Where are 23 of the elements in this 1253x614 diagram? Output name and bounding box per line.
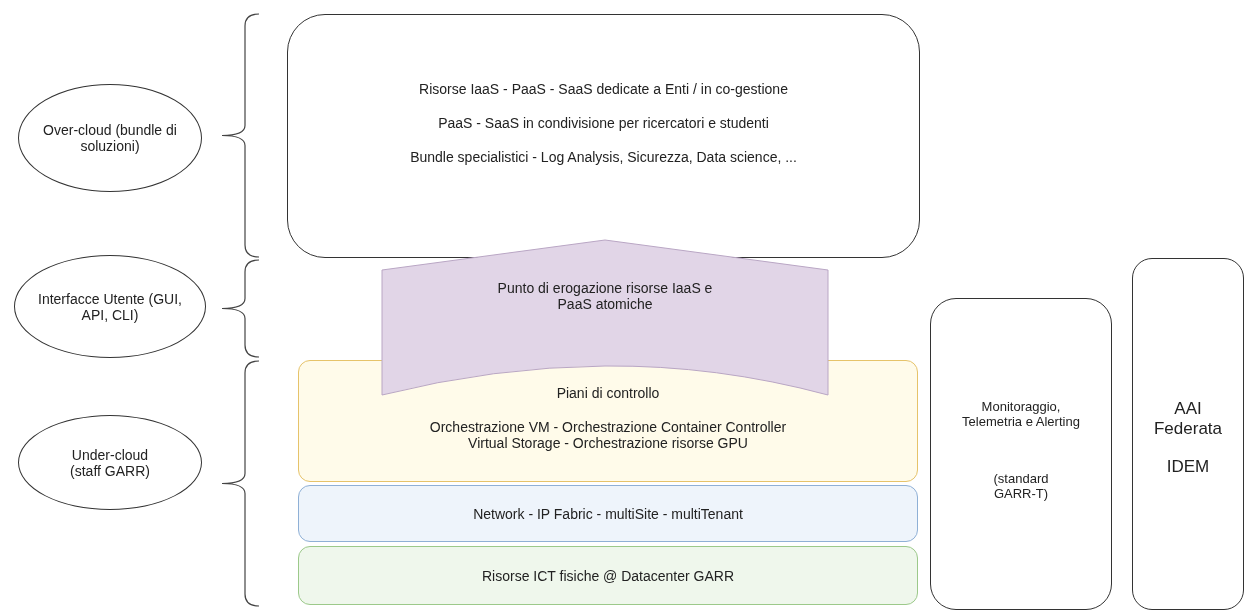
network-layer	[298, 485, 918, 542]
service-line: PaaS - SaaS in condivisione per ricercatori e studenti	[438, 115, 769, 131]
monitoring-box	[930, 298, 1112, 610]
block-arrow	[381, 239, 829, 396]
layer-label: Over-cloud (bundle di soluzioni)	[42, 122, 178, 154]
layer-label: Risorse ICT fisiche @ Datacenter GARR	[482, 567, 734, 584]
layer-label: Network - IP Fabric - multiSite - multiTenant	[473, 505, 743, 522]
aai-box	[1132, 258, 1244, 610]
box-title: Monitoraggio, Telemetria e Alerting	[961, 399, 1081, 429]
layer-label: Under-cloud (staff GARR)	[69, 446, 151, 479]
layer-ellipse	[14, 255, 206, 358]
box-title: AAI Federata	[1153, 399, 1223, 439]
arrow-label: Punto di erogazione risorse IaaS e PaaS atomiche	[496, 280, 714, 312]
box-title: IDEM	[1166, 457, 1210, 477]
hardware-layer	[298, 546, 918, 605]
service-box	[287, 14, 920, 258]
control-plane-layer	[298, 360, 918, 482]
box-note: (standard GARR-T)	[992, 471, 1050, 501]
layer-label: Interfacce Utente (GUI, API, CLI)	[37, 290, 183, 323]
service-line: Bundle specialistici - Log Analysis, Sicurezza, Data science, ...	[410, 149, 797, 165]
service-line: Risorse IaaS - PaaS - SaaS dedicate a Enti / in co-gestione	[419, 81, 788, 97]
layer-description: Orchestrazione VM - Orchestrazione Container Controller Virtual Storage - Orchestrazione risorse GPU	[428, 419, 788, 451]
layer-title: Piani di controllo	[556, 385, 660, 401]
